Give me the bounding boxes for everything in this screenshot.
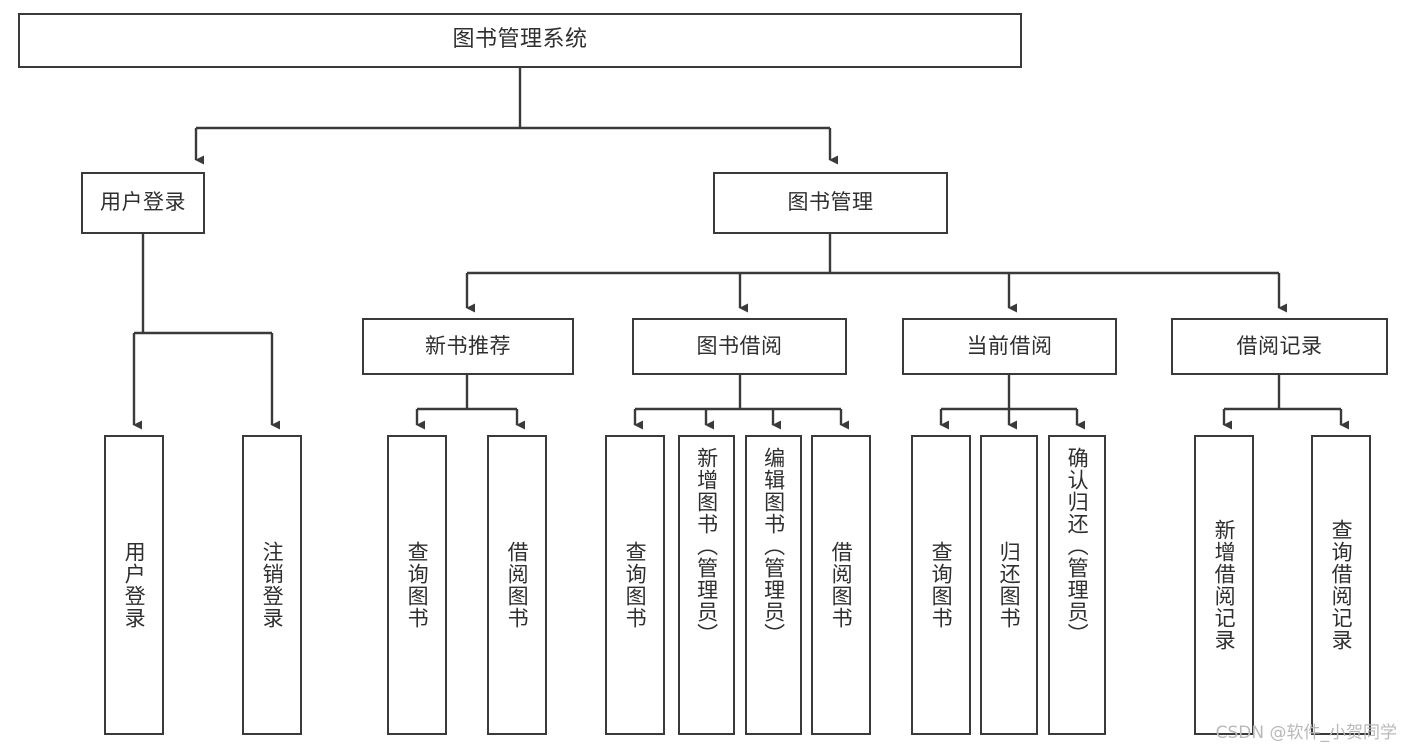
leaf-return-book[interactable]: 归还图书 xyxy=(980,435,1038,735)
node-user-login[interactable]: 用户登录 xyxy=(81,172,205,234)
node-borrow-record[interactable]: 借阅记录 xyxy=(1171,318,1388,375)
leaf-query-book-borrow[interactable]: 查询图书 xyxy=(605,435,665,735)
node-book-management[interactable]: 图书管理 xyxy=(713,172,948,234)
node-current-borrow[interactable]: 当前借阅 xyxy=(902,318,1117,375)
leaf-query-book-recommend[interactable]: 查询图书 xyxy=(387,435,447,735)
leaf-add-borrow-record[interactable]: 新增借阅记录 xyxy=(1194,435,1254,735)
leaf-borrow-book-borrow[interactable]: 借阅图书 xyxy=(811,435,871,735)
node-new-book-recommend[interactable]: 新书推荐 xyxy=(362,318,574,375)
node-label: 借阅记录 xyxy=(1236,333,1323,358)
node-label: 编辑图书（管理员） xyxy=(761,447,786,645)
node-label: 用户登录 xyxy=(100,190,186,215)
node-label: 新增借阅记录 xyxy=(1212,519,1237,651)
node-label: 借阅图书 xyxy=(505,541,530,629)
node-label: 归还图书 xyxy=(997,541,1022,629)
node-label: 当前借阅 xyxy=(966,333,1053,358)
leaf-add-book-admin[interactable]: 新增图书（管理员） xyxy=(678,435,735,735)
node-label: 查询图书 xyxy=(929,541,954,629)
node-book-borrow[interactable]: 图书借阅 xyxy=(632,318,847,375)
node-label: 图书借阅 xyxy=(696,333,783,358)
watermark-credit: CSDN @软件_小贺同学 xyxy=(1215,723,1397,743)
leaf-edit-book-admin[interactable]: 编辑图书（管理员） xyxy=(745,435,802,735)
node-label: 图书管理系统 xyxy=(452,27,588,53)
node-label: 用户登录 xyxy=(122,541,147,629)
node-label: 图书管理 xyxy=(787,190,874,215)
leaf-logout-login[interactable]: 注销登录 xyxy=(242,435,302,735)
leaf-query-book-current[interactable]: 查询图书 xyxy=(911,435,971,735)
node-root-book-management-system[interactable]: 图书管理系统 xyxy=(18,13,1022,68)
leaf-confirm-return-admin[interactable]: 确认归还（管理员） xyxy=(1048,435,1106,735)
node-label: 查询图书 xyxy=(623,541,648,629)
node-label: 借阅图书 xyxy=(829,541,854,629)
leaf-borrow-book-recommend[interactable]: 借阅图书 xyxy=(487,435,547,735)
node-label: 查询借阅记录 xyxy=(1329,519,1354,651)
leaf-user-login[interactable]: 用户登录 xyxy=(104,435,164,735)
node-label: 确认归还（管理员） xyxy=(1065,447,1090,645)
node-label: 新增图书（管理员） xyxy=(694,447,719,645)
node-label: 注销登录 xyxy=(260,541,285,629)
node-label: 查询图书 xyxy=(405,541,430,629)
leaf-query-borrow-record[interactable]: 查询借阅记录 xyxy=(1311,435,1371,735)
node-label: 新书推荐 xyxy=(425,333,511,358)
